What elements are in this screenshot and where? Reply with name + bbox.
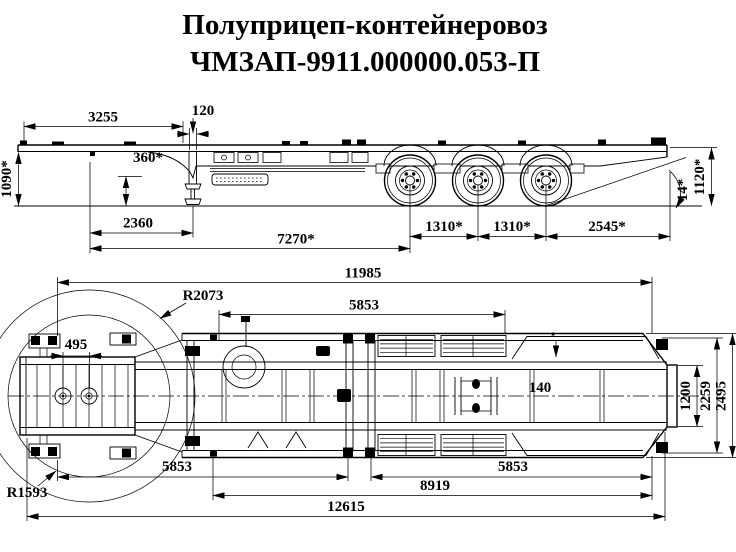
dim-120: 120 [192, 103, 215, 119]
landing-legs [184, 152, 202, 205]
dim-8919: 8919 [420, 478, 450, 494]
plan-view-dimensions: 11985 5853 R2073 R1593 495 140 1200 2259… [7, 266, 736, 521]
diagonal-braces [247, 431, 307, 449]
wheel-2 [451, 154, 505, 207]
side-equipment [210, 152, 369, 186]
side-view-dimensions: 3255 120 1090* 360* 2360 7270* 1310* 131… [0, 103, 717, 253]
wheel-1 [383, 154, 437, 207]
kingpin-position-2 [80, 387, 98, 405]
air-tank [211, 173, 269, 186]
dim-5853-bottom-left: 5853 [162, 459, 192, 475]
front-locks [28, 332, 137, 460]
cross-members [221, 369, 605, 423]
dim-360: 360* [133, 150, 163, 166]
dim-angle-14: 14* [675, 179, 691, 202]
deck-fittings [20, 137, 666, 145]
dim-2360: 2360 [123, 216, 153, 232]
dim-1310-a: 1310* [425, 219, 463, 235]
fenders-plan [377, 335, 507, 456]
dim-140: 140 [529, 380, 552, 396]
dim-1120: 1120* [692, 159, 708, 196]
dim-2495: 2495 [714, 381, 730, 411]
rear-plate-top [511, 336, 660, 360]
departure-line [544, 157, 687, 207]
side-view [14, 137, 702, 209]
rear-plate-bottom [511, 432, 660, 456]
rear-corner-fitting [651, 137, 666, 145]
dim-2259: 2259 [698, 381, 714, 411]
landing-gear-plan [222, 316, 330, 389]
dim-12615: 12615 [327, 499, 365, 515]
swing-arc-r2073 [0, 289, 196, 503]
dim-5853-top: 5853 [349, 298, 379, 314]
dim-2545: 2545* [588, 219, 626, 235]
dim-7270: 7270* [277, 232, 315, 248]
title-line-1: Полуприцеп-контейнеровоз [182, 9, 547, 41]
suspension [375, 163, 585, 174]
title-line-2: ЧМЗАП-9911.000000.053-П [190, 46, 540, 78]
gooseneck-frame [19, 356, 136, 436]
fenders-side [383, 144, 573, 167]
dim-r2073: R2073 [183, 288, 224, 304]
dim-1200: 1200 [678, 381, 694, 411]
dim-495: 495 [65, 337, 88, 353]
dim-11985: 11985 [345, 266, 382, 282]
angle-arc [668, 169, 685, 209]
dim-1090: 1090* [0, 160, 15, 198]
rear-beam [666, 364, 678, 428]
dim-1310-b: 1310* [493, 219, 531, 235]
plan-view [0, 289, 705, 503]
middle-locks [337, 333, 376, 458]
dim-3255: 3255 [88, 110, 118, 126]
dim-5853-bottom-right: 5853 [498, 459, 528, 475]
kingpin [90, 152, 95, 156]
rear-frame-details [454, 377, 498, 415]
